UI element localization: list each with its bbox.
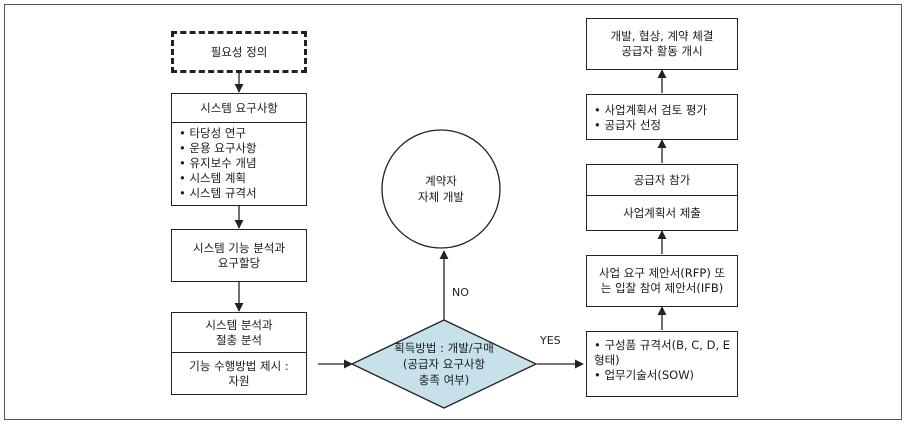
list-item: 사업계획서 검토 평가 — [594, 103, 737, 118]
system-requirements-list: 타당성 연구 운용 요구사항 유지보수 개념 시스템 계획 시스템 규격서 — [171, 122, 307, 206]
list-item: 타당성 연구 — [179, 126, 306, 141]
list-item: 공급자 선정 — [594, 118, 737, 133]
supplier-participation-text: 공급자 참가 — [633, 172, 691, 187]
specifications-box: 구성품 규격서(B, C, D, E 형태) 업무기술서(SOW) — [586, 331, 738, 397]
rfp-box: 사업 요구 제안서(RFP) 또 는 입찰 참여 제안서(IFB) — [586, 255, 738, 307]
yes-label: YES — [540, 334, 561, 347]
method-line2: 자원 — [228, 373, 250, 388]
function-analysis-line1: 시스템 기능 분석과 — [193, 240, 285, 255]
method-box: 기능 수행방법 제시 : 자원 — [171, 352, 307, 395]
system-analysis-line1: 시스템 분석과 — [205, 317, 273, 332]
diamond-line2: (공급자 요구사항 — [402, 357, 486, 371]
list-item: 시스템 규격서 — [179, 186, 306, 201]
list-item: 유지보수 개념 — [179, 156, 306, 171]
list-item: 운용 요구사항 — [179, 141, 306, 156]
figure-frame — [4, 4, 902, 420]
need-definition-box: 필요성 정의 — [171, 31, 307, 73]
diamond-label: 획득방법 : 개발/구매 (공급자 요구사항 충족 여부) — [378, 340, 510, 388]
system-analysis-line2: 절충 분석 — [216, 332, 262, 347]
decision-diamond — [350, 319, 538, 409]
diamond-line3: 충족 여부) — [418, 373, 470, 387]
system-requirements-text: 시스템 요구사항 — [200, 100, 278, 115]
list-item: 시스템 계획 — [179, 171, 306, 186]
rfp-line1: 사업 요구 제안서(RFP) 또 — [598, 266, 726, 280]
method-line1: 기능 수행방법 제시 : — [189, 358, 289, 373]
contract-start-line2: 공급자 활동 개시 — [621, 44, 703, 58]
evaluation-box: 사업계획서 검토 평가 공급자 선정 — [586, 94, 738, 140]
function-analysis-box: 시스템 기능 분석과 요구할당 — [171, 229, 307, 282]
list-item: 업무기술서(SOW) — [594, 368, 731, 383]
circle-label: 계약자 자체 개발 — [391, 173, 491, 205]
list-item: 구성품 규격서(B, C, D, E 형태) — [594, 338, 731, 368]
need-definition-text: 필요성 정의 — [210, 44, 268, 59]
proposal-submission-text: 사업계획서 제출 — [623, 205, 701, 220]
supplier-participation-box: 공급자 참가 — [586, 164, 738, 196]
function-analysis-line2: 요구할당 — [217, 255, 261, 270]
proposal-submission-box: 사업계획서 제출 — [586, 195, 738, 231]
contract-start-line1: 개발, 협상, 계약 체결 — [610, 29, 714, 43]
system-requirements-header: 시스템 요구사항 — [171, 93, 307, 123]
rfp-line2: 는 입찰 참여 제안서(IFB) — [600, 281, 724, 295]
circle-line1: 계약자 — [425, 174, 457, 188]
no-label: NO — [452, 286, 469, 299]
circle-line2: 자체 개발 — [418, 190, 464, 204]
system-analysis-box: 시스템 분석과 절충 분석 — [171, 312, 307, 353]
contractor-circle — [381, 129, 501, 249]
diamond-line1: 획득방법 : 개발/구매 — [394, 341, 494, 355]
contract-start-box: 개발, 협상, 계약 체결 공급자 활동 개시 — [586, 18, 738, 70]
